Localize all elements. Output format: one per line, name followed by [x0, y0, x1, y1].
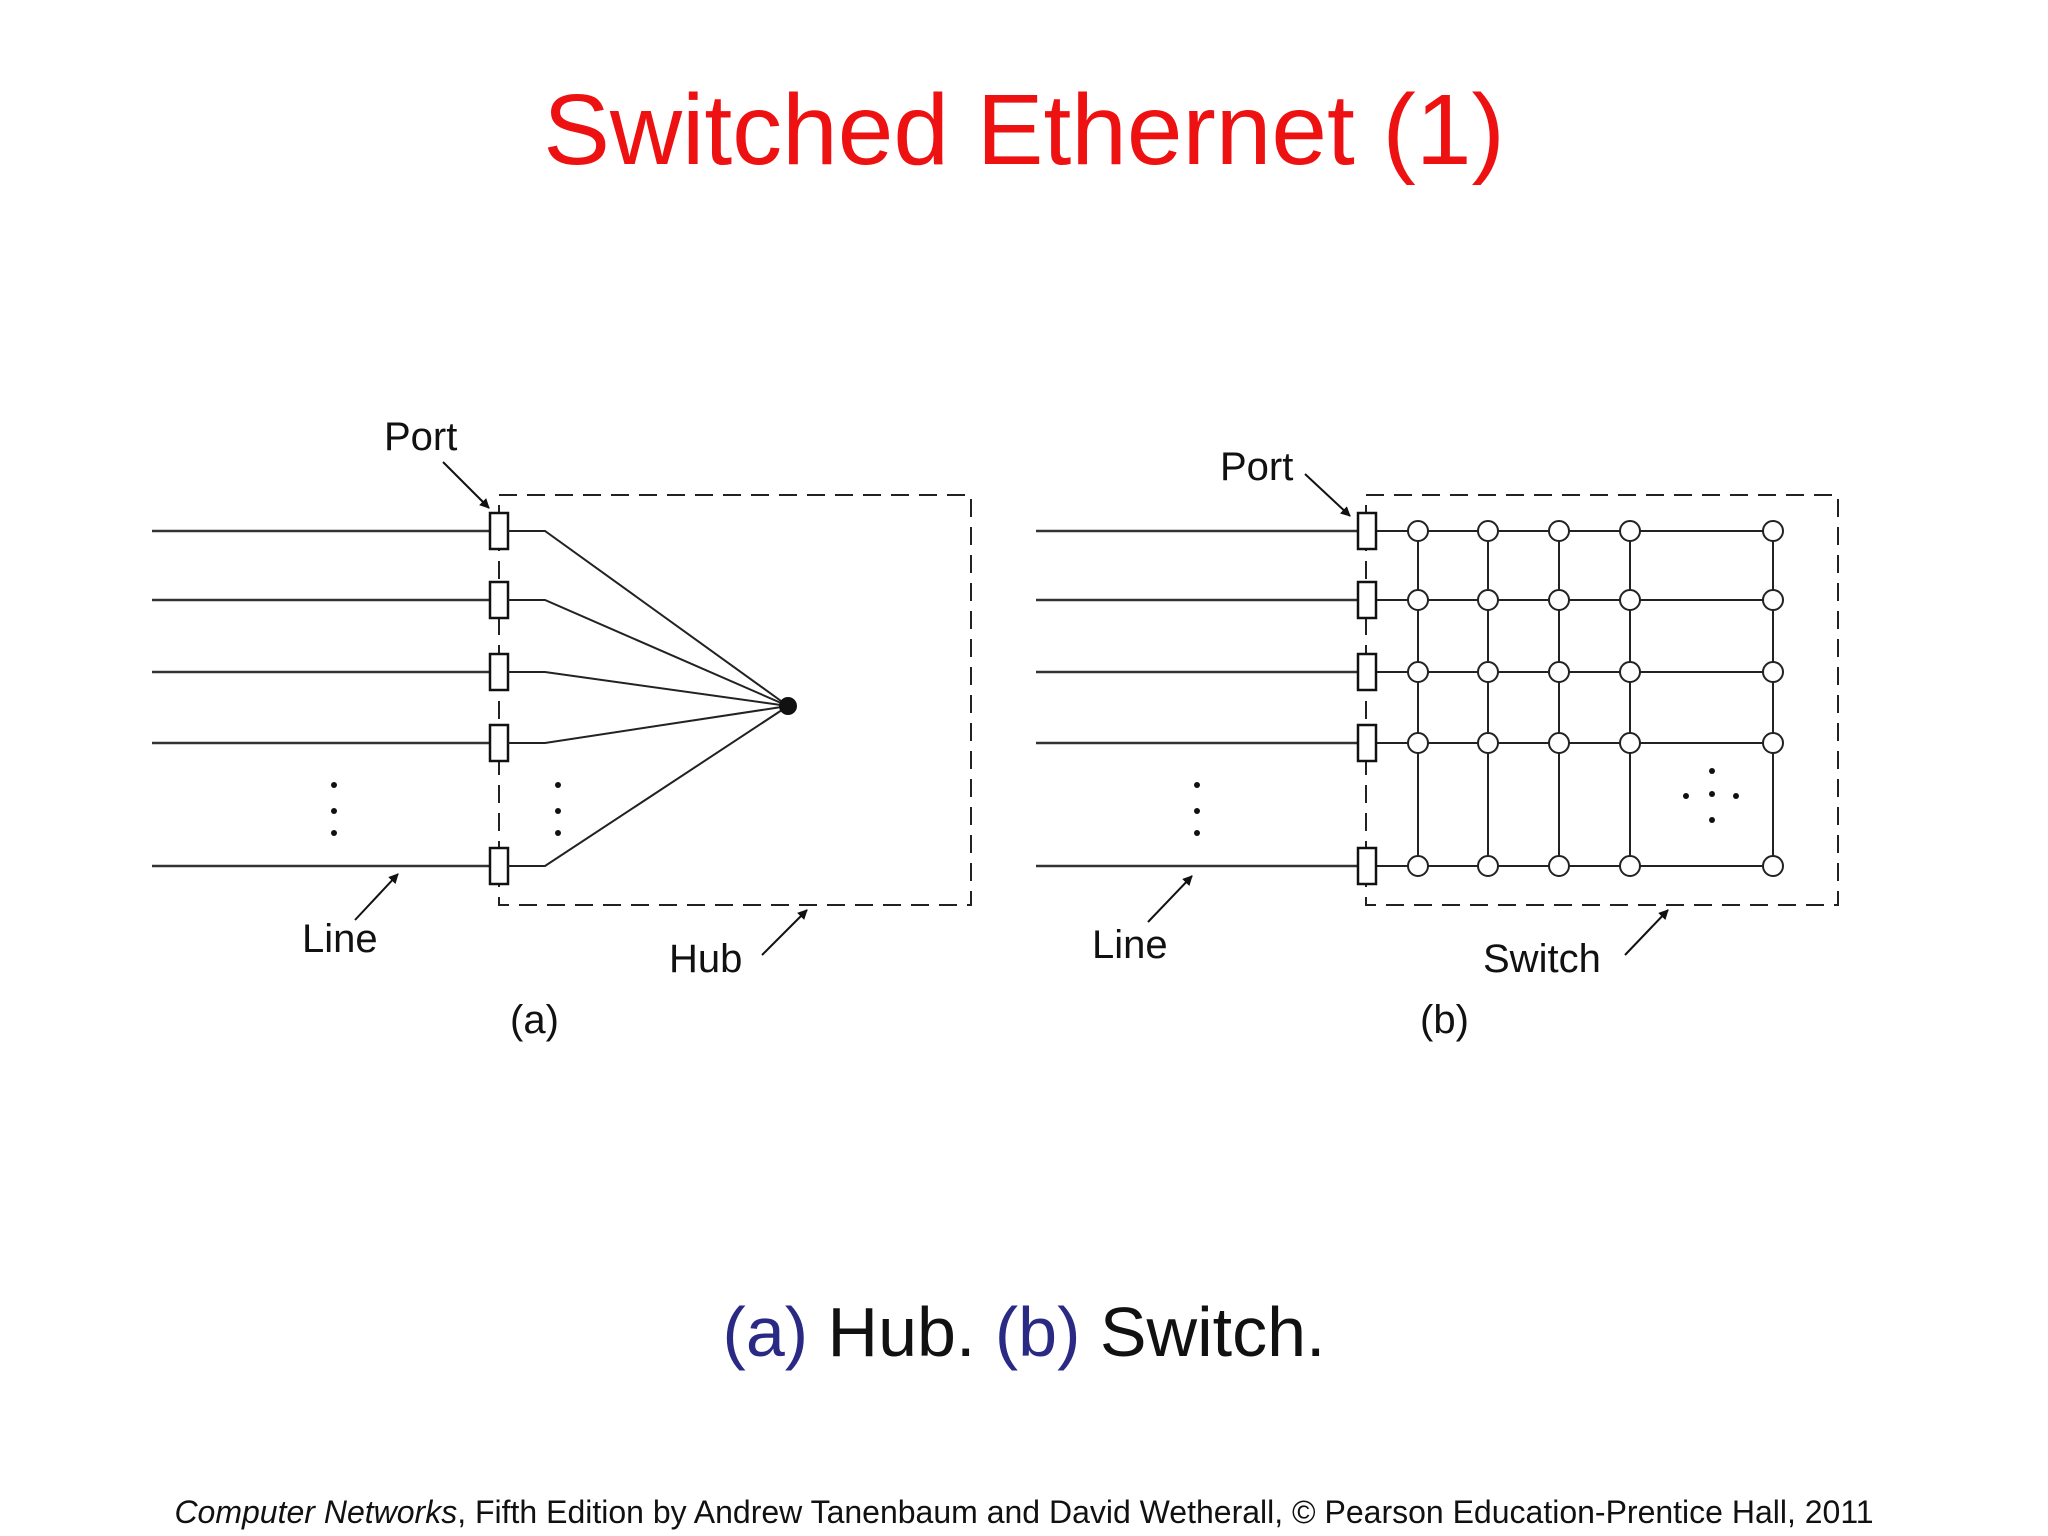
hub-spoke	[508, 530, 789, 707]
hub-port	[488, 652, 510, 692]
crossbar-rows	[1376, 530, 1773, 867]
figure-caption: (a) Hub. (b) Switch.	[0, 1290, 2048, 1374]
switch-port	[1356, 580, 1378, 620]
hub-line-label: Line	[302, 917, 378, 961]
switch-port	[1356, 723, 1378, 763]
hub-spoke	[508, 705, 789, 867]
switch-port	[1356, 846, 1378, 886]
hub-line-arrow	[354, 873, 399, 921]
hub-port	[488, 723, 510, 763]
footer-citation: Computer Networks, Fifth Edition by Andr…	[0, 1492, 2048, 1532]
hub-port-arrow	[442, 461, 490, 509]
switch-lines	[1036, 529, 1358, 868]
hub-panel-label: (a)	[510, 998, 559, 1042]
caption-b-tag: (b)	[994, 1293, 1081, 1371]
hub-hub-arrow	[761, 909, 808, 956]
hub-center-dot	[779, 697, 797, 715]
footer-book-title: Computer Networks	[174, 1494, 458, 1530]
hub-spoke	[508, 705, 789, 744]
caption-b-text: Switch.	[1080, 1293, 1326, 1371]
footer-rest: , Fifth Edition by Andrew Tanenbaum and …	[457, 1494, 1874, 1530]
hub-spokes	[508, 530, 789, 867]
caption-a-tag: (a)	[722, 1293, 809, 1371]
hub-port	[488, 511, 510, 551]
hub-port	[488, 580, 510, 620]
hub-hub-label: Hub	[669, 937, 742, 981]
crosspoint-nodes	[1407, 520, 1784, 877]
switch-port-arrow	[1304, 473, 1351, 517]
hub-port	[488, 846, 510, 886]
hub-spoke	[508, 671, 789, 707]
caption-a-text: Hub.	[808, 1293, 995, 1371]
switch-port	[1356, 511, 1378, 551]
hub-ellipsis-dots	[331, 782, 561, 836]
crossbar-columns	[1417, 531, 1774, 866]
switch-port-label: Port	[1220, 445, 1293, 489]
switch-ellipsis-dots	[1194, 768, 1739, 836]
hub-lines	[152, 529, 491, 868]
hub-port-label: Port	[384, 415, 457, 459]
switch-line-label: Line	[1092, 923, 1168, 967]
switch-switch-label: Switch	[1483, 937, 1601, 981]
switch-port	[1356, 652, 1378, 692]
switch-diagram: Port Line Switch (b)	[1036, 445, 1839, 1042]
hub-box	[498, 494, 972, 906]
switch-switch-arrow	[1624, 909, 1669, 956]
slide-title: Switched Ethernet (1)	[543, 74, 1505, 186]
switch-line-arrow	[1147, 875, 1193, 923]
switch-box	[1365, 494, 1839, 906]
switch-panel-label: (b)	[1420, 998, 1469, 1042]
switch-ports	[1356, 511, 1378, 886]
hub-diagram: Port Line Hub (a)	[152, 415, 972, 1042]
hub-spoke	[508, 599, 789, 707]
